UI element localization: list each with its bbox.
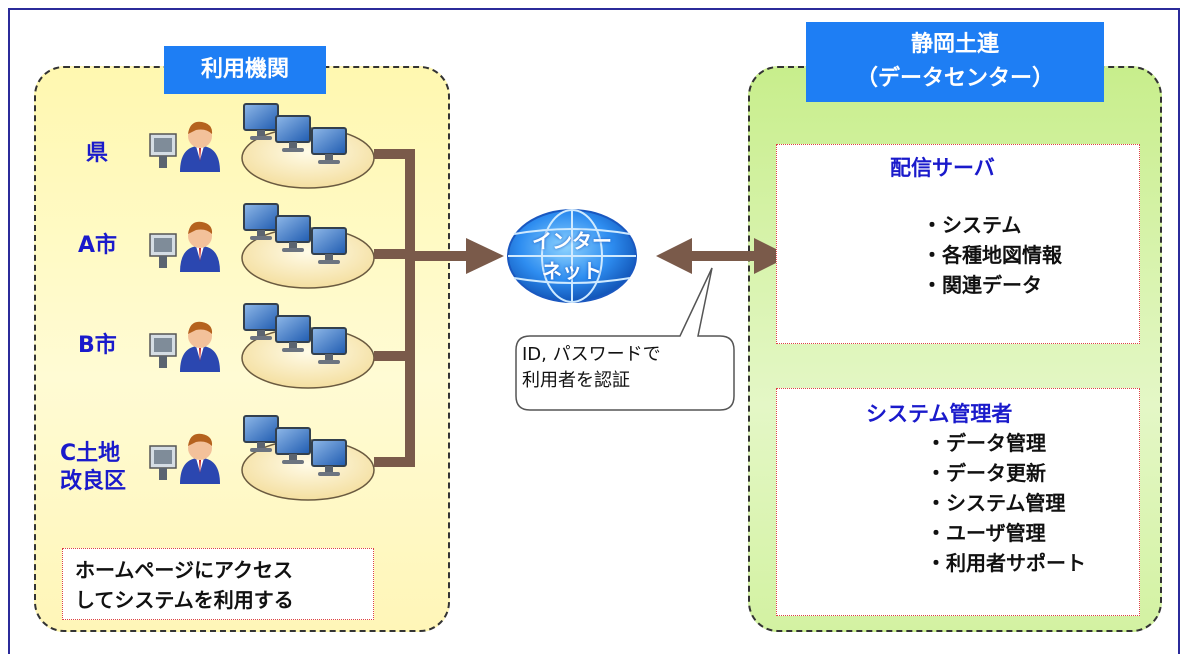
admin-item: システム管理 — [926, 488, 1086, 518]
user-organizations-title: 利用機関 — [164, 46, 326, 94]
admin-items: データ管理 データ更新 システム管理 ユーザ管理 利用者サポート — [926, 428, 1086, 578]
access-note-line2: してシステムを利用する — [75, 588, 294, 612]
double-arrow — [656, 238, 790, 274]
workgroup-land-district — [149, 416, 374, 500]
system-admin-title: システム管理者 — [866, 402, 1013, 426]
server-items: システム 各種地図情報 関連データ — [922, 210, 1062, 300]
auth-callout-line2: 利用者を認証 — [522, 370, 630, 391]
distribution-server-title: 配信サーバ — [890, 156, 995, 180]
admin-item: データ管理 — [926, 428, 1086, 458]
internet-label: インター ネット — [524, 226, 620, 286]
workgroup-city-a — [149, 204, 374, 288]
callout-bubble — [515, 267, 735, 411]
arrow-to-internet — [466, 238, 504, 274]
access-note: ホームページにアクセス してシステムを利用する — [62, 548, 374, 620]
access-note-line1: ホームページにアクセス — [75, 558, 293, 582]
internet-globe-icon — [507, 209, 637, 303]
auth-callout-line1: ID, パスワードで — [522, 344, 661, 365]
server-item: システム — [922, 210, 1062, 240]
data-center-title-line2: （データセンター） — [855, 66, 1054, 91]
outer-frame — [8, 8, 1180, 654]
entity-label-city-a: A市 — [78, 233, 118, 258]
admin-item: ユーザ管理 — [926, 518, 1086, 548]
admin-item: 利用者サポート — [926, 548, 1086, 578]
entity-label-pref: 県 — [86, 141, 109, 166]
workgroup-city-b — [149, 304, 374, 388]
internet-label-line2: ネット — [542, 259, 602, 283]
internet-label-line1: インター — [532, 229, 612, 253]
server-item: 関連データ — [922, 270, 1062, 300]
server-item: 各種地図情報 — [922, 240, 1062, 270]
data-center-title: 静岡土連 （データセンター） — [806, 22, 1104, 102]
entity-label-land-district: C土地改良区 — [60, 441, 127, 494]
admin-item: データ更新 — [926, 458, 1086, 488]
auth-callout: ID, パスワードで 利用者を認証 — [522, 342, 732, 394]
connection-bracket — [374, 149, 470, 467]
data-center-title-line1: 静岡土連 — [910, 32, 999, 57]
entity-label-city-b: B市 — [78, 333, 117, 358]
workgroup-pref — [149, 104, 374, 188]
